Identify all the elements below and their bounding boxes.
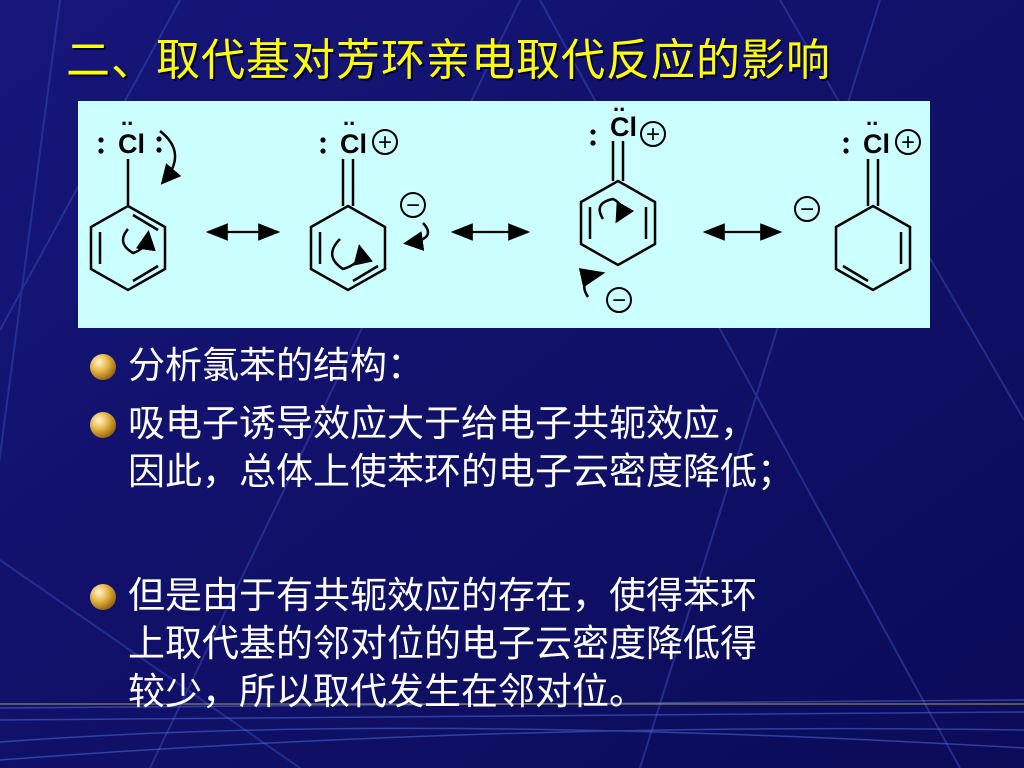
slide-title: 二、取代基对芳环亲电取代反应的影响 bbox=[66, 35, 831, 86]
positive-charge: + bbox=[640, 121, 666, 148]
bullet-line: 较少，所以取代发生在邻对位。 bbox=[128, 670, 646, 713]
structure-3 bbox=[578, 141, 657, 298]
lone-pair-dots bbox=[590, 129, 596, 146]
benzene-ring bbox=[834, 204, 912, 292]
lone-pair: .. bbox=[121, 105, 133, 130]
curved-arrow bbox=[403, 222, 430, 251]
benzene-ring bbox=[89, 204, 167, 292]
ring-curved-arrow bbox=[598, 197, 635, 224]
bullet-line: 但是由于有共轭效应的存在，使得苯环 bbox=[128, 574, 757, 617]
curved-arrow bbox=[159, 130, 182, 185]
lone-pair-dots bbox=[98, 136, 162, 154]
bullet-line: 上取代基的邻对位的电子云密度降低得 bbox=[128, 622, 757, 665]
bullet-line: 分析氯苯的结构： bbox=[128, 344, 424, 387]
structure-1 bbox=[89, 130, 182, 292]
negative-charge: − bbox=[400, 192, 426, 219]
ring-curved-arrow bbox=[121, 228, 156, 255]
svg-text:−: − bbox=[406, 192, 420, 219]
chlorine-atom: Cl bbox=[118, 129, 145, 159]
ring-curved-arrow bbox=[331, 238, 373, 271]
lone-pair: .. bbox=[613, 101, 625, 116]
bullet-ball-icon bbox=[90, 412, 116, 438]
svg-text:+: + bbox=[901, 129, 915, 156]
negative-charge: − bbox=[606, 287, 632, 314]
curved-arrow bbox=[578, 268, 606, 298]
chlorine-atom: Cl bbox=[863, 129, 890, 159]
benzene-ring bbox=[309, 204, 387, 292]
chlorine-atom: Cl bbox=[340, 129, 367, 159]
chlorobenzene-resonance-diagram: Cl .. Cl .. + − bbox=[89, 101, 921, 314]
negative-charge: − bbox=[794, 196, 820, 223]
lone-pair: .. bbox=[866, 105, 878, 130]
svg-text:+: + bbox=[378, 129, 392, 156]
svg-text:−: − bbox=[612, 287, 626, 314]
lone-pair-dots bbox=[843, 137, 849, 154]
bullet-ball-icon bbox=[90, 354, 116, 380]
lone-pair-dots bbox=[320, 137, 326, 154]
svg-text:−: − bbox=[800, 196, 814, 223]
bullet-ball-icon bbox=[90, 584, 116, 610]
benzene-ring bbox=[579, 179, 657, 267]
positive-charge: + bbox=[372, 129, 398, 156]
lone-pair: .. bbox=[343, 105, 355, 130]
bullet-line: 因此，总体上使苯环的电子云密度降低； bbox=[128, 450, 794, 493]
svg-text:+: + bbox=[646, 121, 660, 148]
bullet-line: 吸电子诱导效应大于给电子共轭效应， bbox=[128, 402, 757, 445]
structure-2 bbox=[309, 159, 430, 292]
positive-charge: + bbox=[895, 129, 921, 156]
resonance-diagram-panel: Cl .. Cl .. + − bbox=[78, 101, 930, 328]
structure-4 bbox=[834, 159, 912, 292]
chlorine-atom: Cl bbox=[610, 112, 637, 142]
